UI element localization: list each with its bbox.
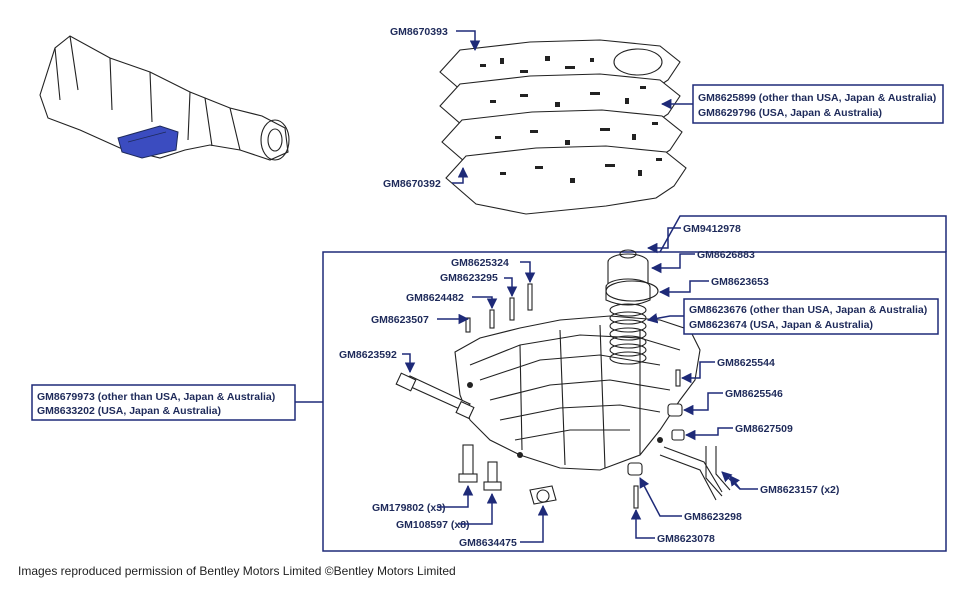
frame-top-step bbox=[659, 215, 947, 253]
label-gm8623078: GM8623078 bbox=[657, 533, 715, 545]
plate-note-box bbox=[692, 84, 944, 124]
label-gm8625324: GM8625324 bbox=[451, 257, 509, 269]
label-gm8623676: GM8623676 (other than USA, Japan & Austr… bbox=[689, 304, 927, 316]
label-gm8624482: GM8624482 bbox=[406, 292, 464, 304]
label-gm8623653: GM8623653 bbox=[711, 276, 769, 288]
label-gm8623674: GM8623674 (USA, Japan & Australia) bbox=[689, 319, 873, 331]
label-gm8670393: GM8670393 bbox=[390, 26, 448, 38]
servo-assembly bbox=[605, 249, 659, 365]
detent-valve bbox=[395, 372, 475, 420]
label-gm8623157: GM8623157 (x2) bbox=[760, 484, 839, 496]
transmission-thumbnail bbox=[39, 35, 290, 161]
label-gm8629796: GM8629796 (USA, Japan & Australia) bbox=[698, 107, 882, 119]
plugs-and-tubes bbox=[627, 403, 731, 501]
label-gm8633202: GM8633202 (USA, Japan & Australia) bbox=[37, 405, 221, 417]
label-gm8626883: GM8626883 bbox=[697, 249, 755, 261]
label-gm8627509: GM8627509 bbox=[735, 423, 793, 435]
label-gm9412978: GM9412978 bbox=[683, 223, 741, 235]
label-gm8623298: GM8623298 bbox=[684, 511, 742, 523]
separator-plate-stack bbox=[439, 39, 687, 215]
bolts bbox=[458, 444, 557, 505]
label-gm8623295: GM8623295 bbox=[440, 272, 498, 284]
label-gm8625899: GM8625899 (other than USA, Japan & Austr… bbox=[698, 92, 936, 104]
image-credit: Images reproduced permission of Bentley … bbox=[18, 564, 456, 578]
leader-arrows bbox=[295, 30, 758, 543]
pins bbox=[465, 283, 681, 509]
body-note-box bbox=[31, 384, 296, 421]
label-gm8623507: GM8623507 bbox=[371, 314, 429, 326]
label-gm179802: GM179802 (x3) bbox=[372, 502, 446, 514]
spring-note-box bbox=[683, 298, 939, 335]
label-gm8625544: GM8625544 bbox=[717, 357, 775, 369]
label-gm108597: GM108597 (x8) bbox=[396, 519, 470, 531]
label-gm8670392: GM8670392 bbox=[383, 178, 441, 190]
label-gm8679973: GM8679973 (other than USA, Japan & Austr… bbox=[37, 391, 275, 403]
label-gm8634475: GM8634475 bbox=[459, 537, 517, 549]
label-gm8625546: GM8625546 bbox=[725, 388, 783, 400]
label-gm8623592: GM8623592 bbox=[339, 349, 397, 361]
